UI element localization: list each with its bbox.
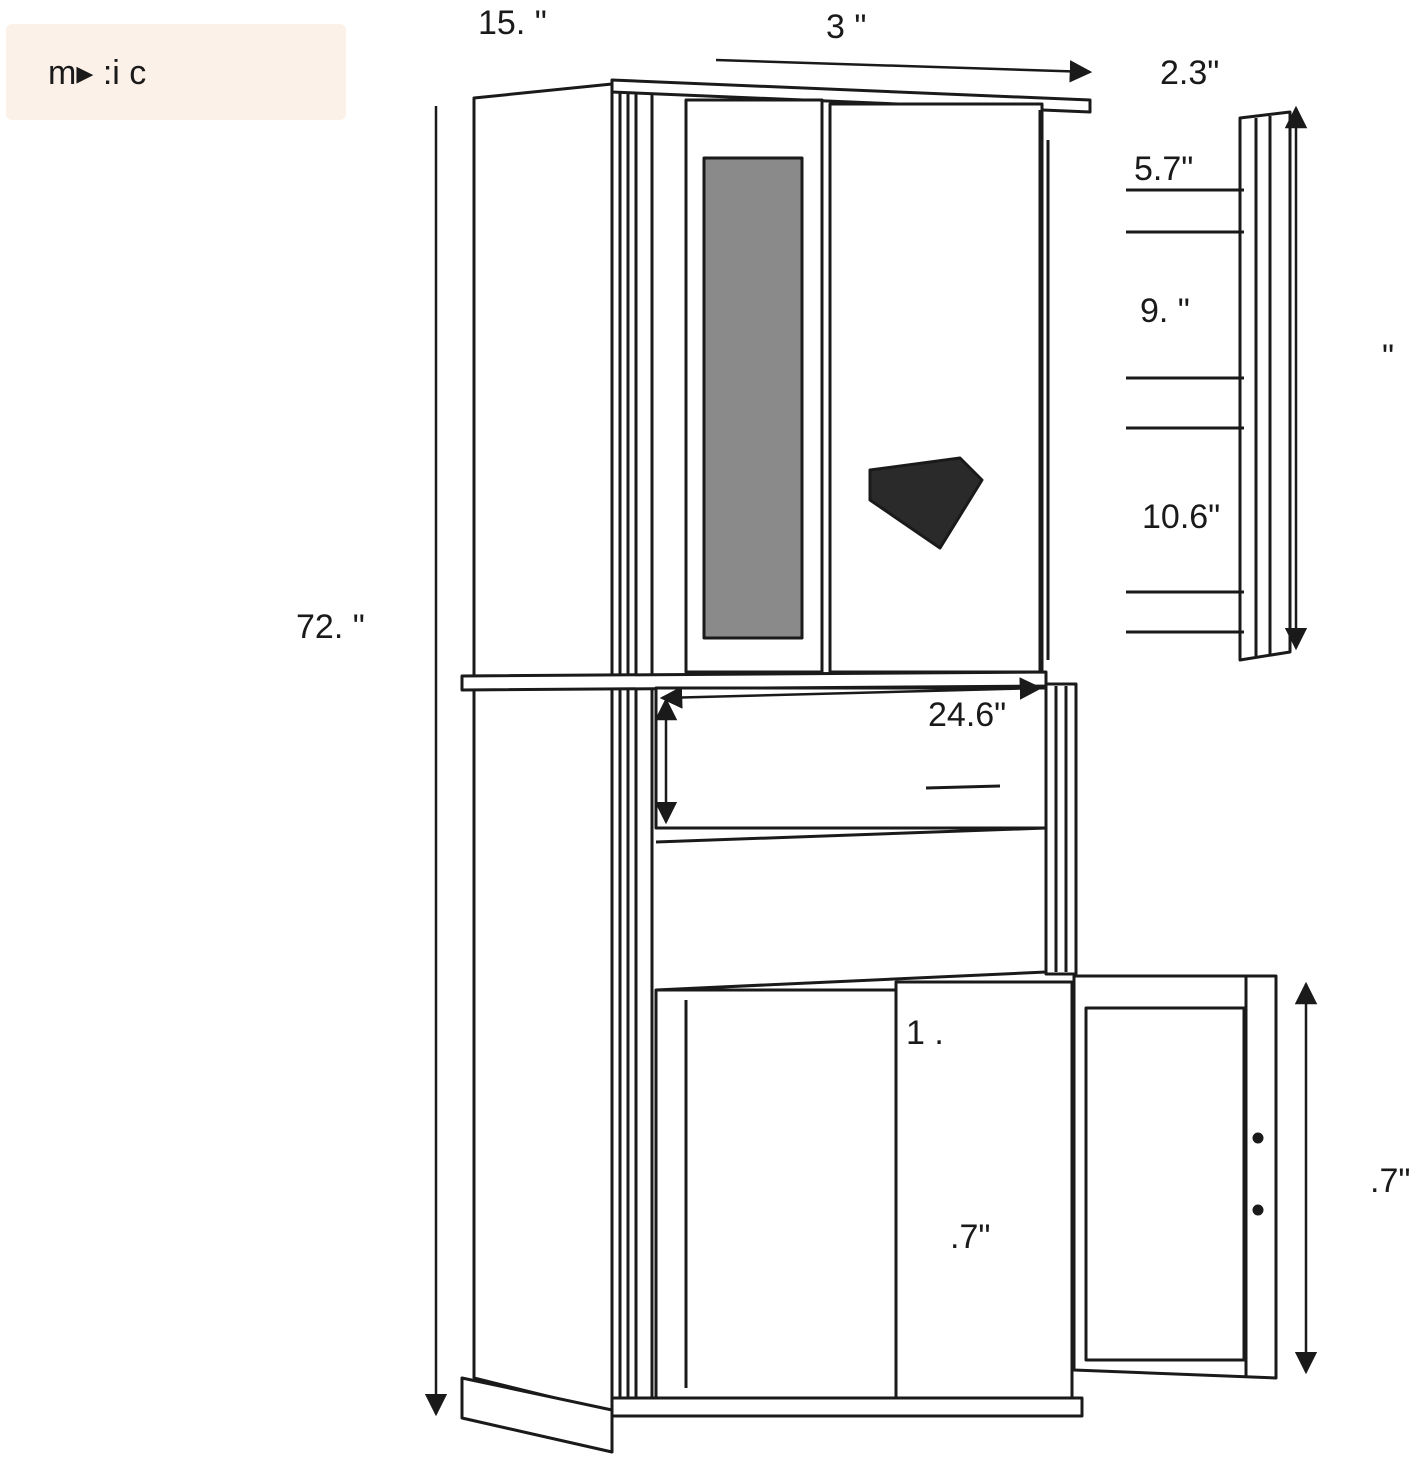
- door-depth-label: 2.3": [1160, 54, 1220, 92]
- shelf-gap-2-label: 9. ": [1140, 292, 1190, 330]
- lower-inner-label: 1 .: [906, 1014, 944, 1052]
- width-top-label: 3 ": [826, 8, 867, 46]
- upper-left-glass: [702, 156, 804, 640]
- upper-right-door: [828, 102, 1044, 674]
- header-banner: [6, 24, 346, 120]
- drawer-handle: [925, 784, 1001, 790]
- lower-height-label: .7": [1370, 1162, 1411, 1200]
- shelf-gap-1-label: 5.7": [1134, 150, 1194, 188]
- front-stile-right: [1044, 682, 1078, 976]
- lower-left-door: [654, 988, 898, 1400]
- header-text: m▸ :i c: [48, 54, 147, 92]
- width-top-arrow: [715, 58, 1093, 83]
- open-upper-door: [1238, 110, 1292, 662]
- lower-right-door: [894, 980, 1074, 1400]
- drawer-width-label: 24.6": [928, 696, 1007, 734]
- lower-width-label: .7": [950, 1218, 991, 1256]
- total-height-label: 72. ": [296, 608, 365, 646]
- drawer-width-arrow: [659, 677, 1043, 709]
- open-lower-door: [1072, 974, 1278, 1380]
- side-panel: [472, 82, 614, 1414]
- base-plinth: [460, 1376, 614, 1454]
- shelf-gap-3-label: 10.6": [1142, 498, 1221, 536]
- upper-height-label: ": [1382, 338, 1395, 376]
- upper-right-glass-shape: [868, 456, 984, 550]
- front-stile-left: [610, 88, 654, 1414]
- depth-top-label: 15. ": [478, 4, 547, 42]
